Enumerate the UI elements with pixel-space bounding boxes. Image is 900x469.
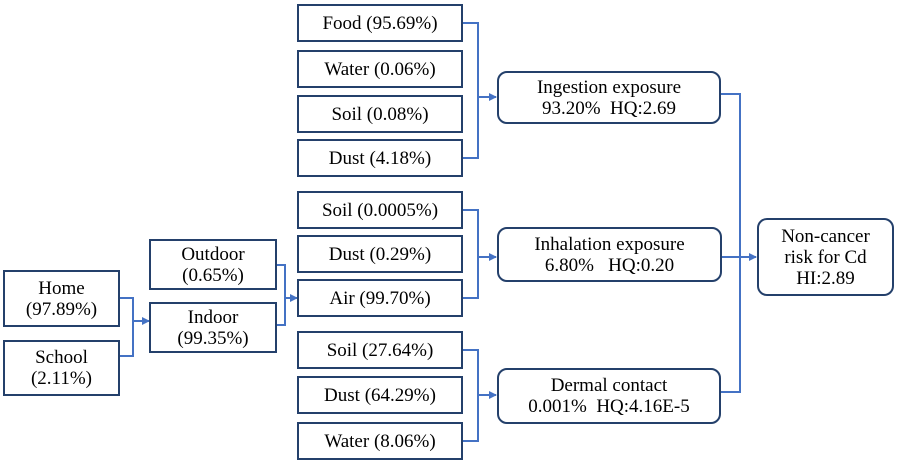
source-label: Water (8.06%): [324, 430, 436, 452]
location-home-share: (97.89%): [25, 298, 98, 320]
source-inhalation-air: Air (99.70%): [297, 279, 463, 317]
connector-ingestion-bracket: [463, 22, 479, 159]
location-home: Home (97.89%): [3, 270, 120, 327]
micro-outdoor: Outdoor (0.65%): [149, 239, 277, 290]
connector-result-bracket: [721, 93, 741, 393]
location-school-share: (2.11%): [30, 368, 93, 389]
connector-micro-bracket: [277, 264, 286, 326]
source-ingestion-soil: Soil (0.08%): [297, 95, 463, 133]
source-label: Dust (4.18%): [328, 147, 432, 169]
source-ingestion-dust: Dust (4.18%): [297, 139, 463, 177]
pathway-ingestion-detail: 93.20% HQ:2.69: [541, 97, 677, 119]
pathway-ingestion-label: Ingestion exposure: [536, 76, 682, 98]
result-line-2: risk for Cd: [784, 246, 867, 268]
pathway-dermal: Dermal contact 0.001% HQ:4.16E-5: [497, 368, 721, 424]
result-non-cancer-risk: Non-cancer risk for Cd HI:2.89: [757, 218, 894, 296]
connector-location-bracket: [120, 297, 134, 357]
location-home-name: Home: [38, 277, 85, 299]
pathway-inhalation: Inhalation exposure 6.80% HQ:0.20: [497, 227, 722, 282]
location-school: School (2.11%): [3, 340, 120, 396]
result-hazard-index: HI:2.89: [796, 267, 855, 289]
pathway-dermal-detail: 0.001% HQ:4.16E-5: [528, 396, 690, 417]
source-dermal-soil: Soil (27.64%): [297, 331, 463, 369]
pathway-dermal-label: Dermal contact: [550, 375, 668, 396]
source-label: Dust (64.29%): [324, 384, 436, 406]
connector-inhalation-bracket: [463, 209, 479, 299]
result-line-1: Non-cancer: [781, 225, 870, 247]
micro-outdoor-share: (0.65%): [182, 264, 244, 286]
source-label: Soil (0.08%): [331, 103, 429, 125]
source-label: Soil (0.0005%): [321, 199, 439, 221]
micro-indoor-share: (99.35%): [177, 327, 249, 349]
pathway-inhalation-detail: 6.80% HQ:0.20: [544, 254, 675, 276]
source-label: Air (99.70%): [329, 287, 431, 309]
source-label: Water (0.06%): [324, 58, 436, 80]
pathway-ingestion: Ingestion exposure 93.20% HQ:2.69: [497, 71, 721, 124]
micro-indoor: Indoor (99.35%): [149, 302, 277, 353]
source-ingestion-food: Food (95.69%): [297, 4, 463, 42]
source-inhalation-soil: Soil (0.0005%): [297, 191, 463, 229]
micro-indoor-name: Indoor: [187, 306, 239, 328]
source-ingestion-water: Water (0.06%): [297, 50, 463, 88]
pathway-inhalation-label: Inhalation exposure: [534, 233, 685, 255]
source-label: Food (95.69%): [322, 12, 438, 34]
connector-dermal-bracket: [463, 349, 479, 442]
location-school-name: School: [35, 347, 88, 368]
source-inhalation-dust: Dust (0.29%): [297, 235, 463, 273]
micro-outdoor-name: Outdoor: [181, 243, 245, 265]
source-label: Soil (27.64%): [326, 339, 434, 361]
source-dermal-dust: Dust (64.29%): [297, 376, 463, 414]
source-dermal-water: Water (8.06%): [297, 422, 463, 460]
source-label: Dust (0.29%): [328, 243, 432, 265]
